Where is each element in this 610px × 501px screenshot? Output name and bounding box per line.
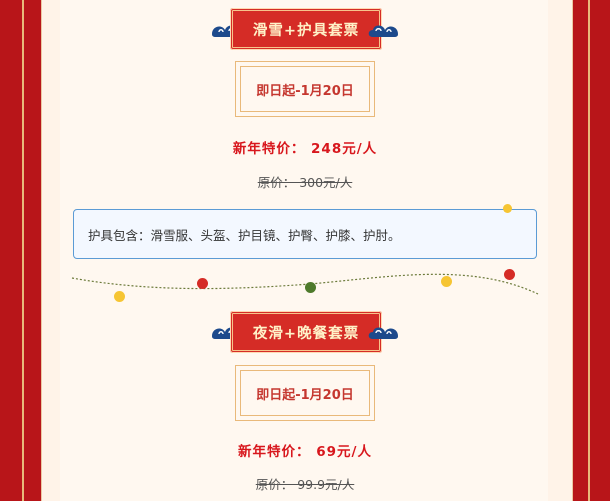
ticket1-special-price: 新年特价： 248元/人: [232, 141, 378, 157]
ticket2-original-price: 原价： 99.9元/人: [255, 477, 355, 492]
ticket1-original-price: 原价： 300元/人: [257, 175, 353, 190]
ticket1-date: 即日起-1月20日: [240, 66, 370, 112]
green-bauble: [305, 282, 316, 293]
right-gold-line: [588, 0, 590, 501]
left-gold-line: [22, 0, 24, 501]
ticket2-title-ribbon: 夜滑+晚餐套票: [230, 311, 382, 353]
ticket2-date-box: 即日起-1月20日: [235, 365, 375, 421]
ticket2-special-price: 新年特价： 69元/人: [238, 444, 372, 460]
yellow-dot: [503, 204, 512, 213]
ticket1-title-ribbon: 滑雪+护具套票: [230, 8, 382, 50]
yellow-bauble: [114, 291, 125, 302]
gear-info-text: 护具包含：滑雪服、头盔、护目镜、护臀、护膝、护肘。: [88, 227, 401, 243]
ticket2-title: 夜滑+晚餐套票: [252, 325, 360, 342]
yellow-bauble: [441, 276, 452, 287]
red-bauble: [197, 278, 208, 289]
panel-border-right: [572, 0, 573, 501]
ticket1-title: 滑雪+护具套票: [252, 22, 360, 39]
ticket2-date: 即日起-1月20日: [240, 370, 370, 416]
ticket1-date-box: 即日起-1月20日: [235, 61, 375, 117]
cloud-ornament-right-icon: [368, 25, 398, 37]
panel-border-left: [41, 0, 42, 501]
wavy-string-decoration: [71, 273, 539, 295]
cloud-ornament-right-icon: [368, 327, 398, 339]
red-bauble: [504, 269, 515, 280]
gear-info-box: 护具包含：滑雪服、头盔、护目镜、护臀、护膝、护肘。: [73, 209, 537, 259]
